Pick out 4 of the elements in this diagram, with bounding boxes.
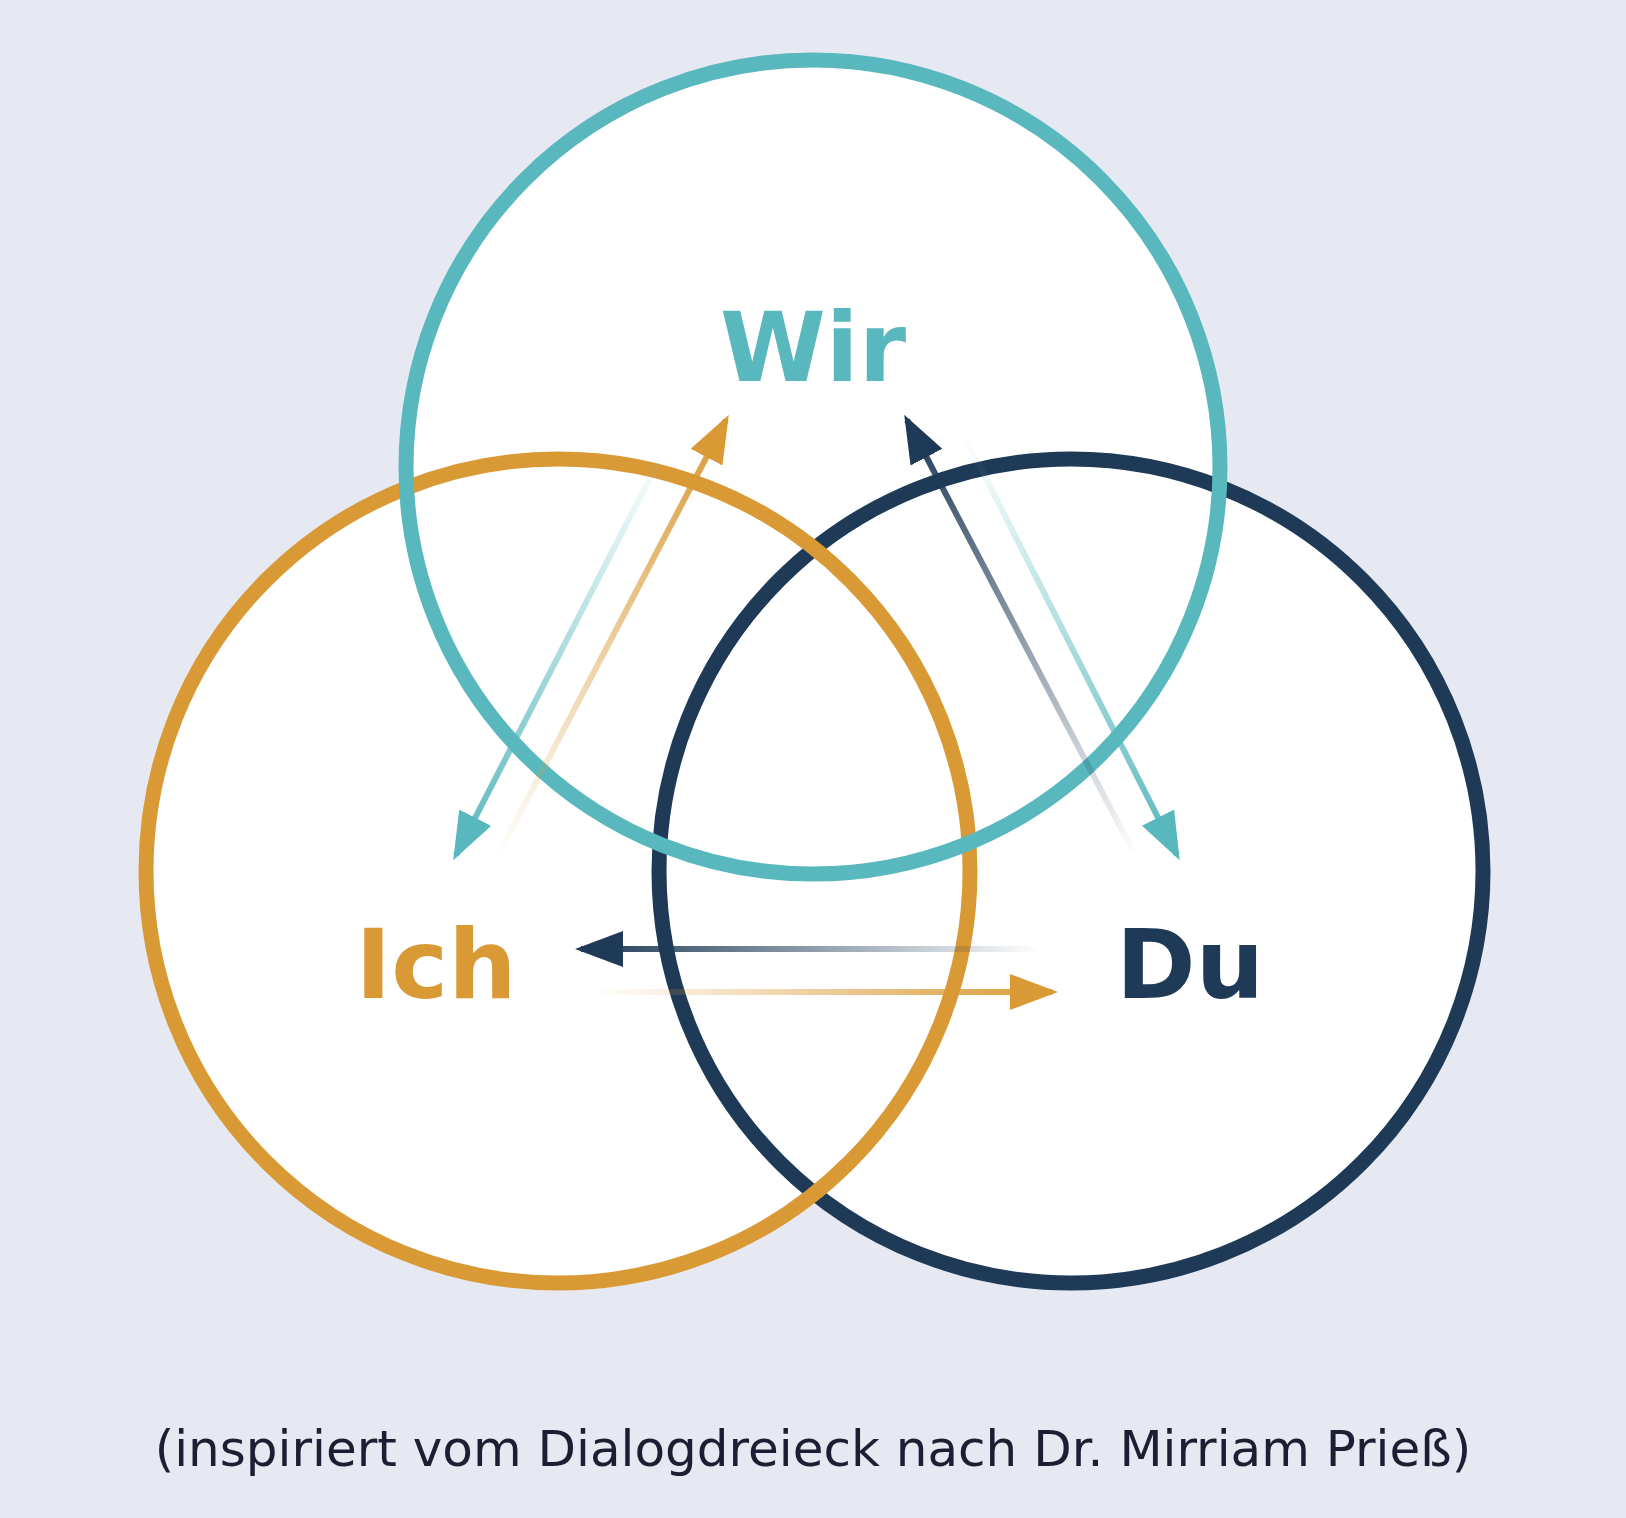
circle-label: Du bbox=[1116, 917, 1264, 1013]
circle-label: Ich bbox=[355, 917, 517, 1013]
circle-label: Wir bbox=[719, 300, 907, 396]
caption: (inspiriert vom Dialogdreieck nach Dr. Mirriam Prieß) bbox=[153, 1420, 1473, 1478]
